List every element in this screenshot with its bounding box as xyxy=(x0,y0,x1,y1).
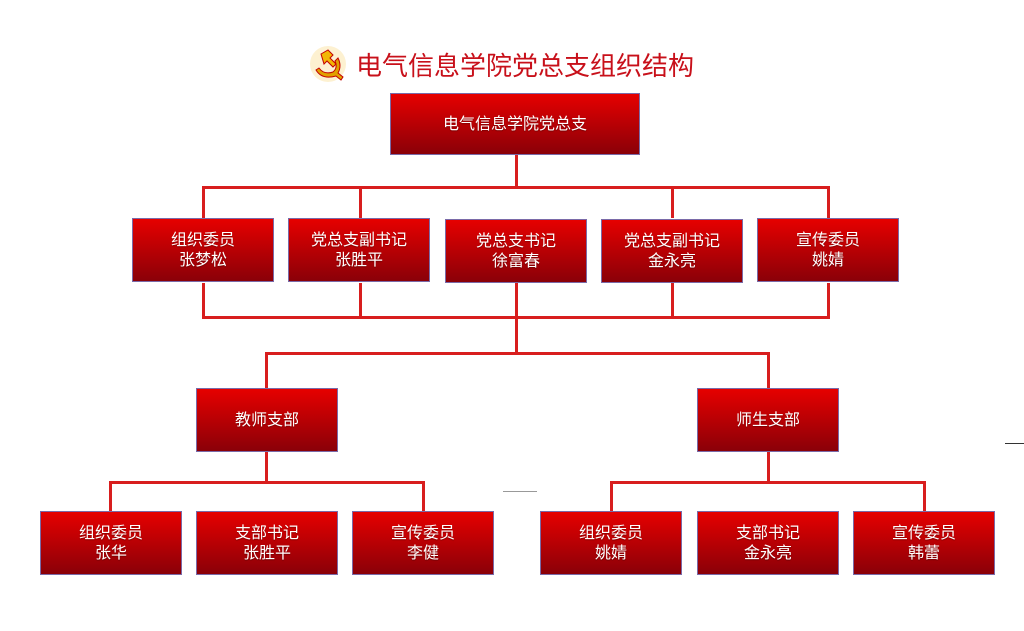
node-label: 金永亮 xyxy=(743,543,792,562)
node-label: 支部书记 xyxy=(735,523,800,542)
node-label: 组织委员 xyxy=(578,523,643,542)
node-label: 师生支部 xyxy=(735,410,800,429)
member-node: 宣传委员韩蕾 xyxy=(853,511,995,575)
connector-line xyxy=(202,283,205,319)
node-label: 组织委员 xyxy=(170,230,235,249)
connector-line xyxy=(827,283,830,319)
root-node: 电气信息学院党总支 xyxy=(390,93,640,155)
member-node: 支部书记张胜平 xyxy=(196,511,338,575)
node-label: 支部书记 xyxy=(234,523,299,542)
connector-line xyxy=(610,481,613,511)
node-label: 韩蕾 xyxy=(907,543,940,562)
connector-line xyxy=(671,186,674,218)
connector-line xyxy=(265,352,769,355)
branch-node: 师生支部 xyxy=(697,388,839,452)
committee-node: 党总支副书记金永亮 xyxy=(601,219,743,283)
node-label: 金永亮 xyxy=(647,251,696,270)
node-label: 李健 xyxy=(406,543,439,562)
node-label: 张胜平 xyxy=(334,250,383,269)
connector-line xyxy=(923,481,926,511)
member-node: 组织委员张华 xyxy=(40,511,182,575)
connector-line xyxy=(515,283,518,354)
connector-line xyxy=(671,283,674,319)
node-label: 宣传委员 xyxy=(795,230,860,249)
node-label: 张华 xyxy=(94,543,127,562)
connector-line xyxy=(610,481,926,484)
member-node: 组织委员姚婧 xyxy=(540,511,682,575)
committee-node: 宣传委员姚婧 xyxy=(757,218,899,282)
title-text: 电气信息学院党总支组织结构 xyxy=(356,51,695,82)
connector-line xyxy=(265,452,268,482)
divider xyxy=(503,491,537,492)
connector-line xyxy=(422,481,425,511)
connector-line xyxy=(202,186,205,218)
node-label: 教师支部 xyxy=(234,410,299,429)
connector-line xyxy=(359,283,362,319)
divider xyxy=(1005,443,1024,444)
connector-line xyxy=(109,481,112,511)
connector-line xyxy=(265,352,268,388)
page-title: 电气信息学院党总支组织结构 xyxy=(308,42,694,86)
node-label: 徐富春 xyxy=(491,251,540,270)
committee-node: 党总支副书记张胜平 xyxy=(288,218,430,282)
node-label: 组织委员 xyxy=(78,523,143,542)
node-label: 党总支副书记 xyxy=(623,231,720,250)
member-node: 支部书记金永亮 xyxy=(697,511,839,575)
party-emblem-icon xyxy=(310,46,346,82)
committee-node: 组织委员张梦松 xyxy=(132,218,274,282)
node-label: 张梦松 xyxy=(178,250,227,269)
connector-line xyxy=(827,186,830,218)
connector-line xyxy=(767,352,770,388)
node-label: 宣传委员 xyxy=(891,523,956,542)
node-label: 电气信息学院党总支 xyxy=(442,114,587,133)
node-label: 张胜平 xyxy=(242,543,291,562)
connector-line xyxy=(202,186,830,189)
connector-line xyxy=(515,155,518,187)
node-label: 党总支书记 xyxy=(475,231,556,250)
branch-node: 教师支部 xyxy=(196,388,338,452)
connector-line xyxy=(359,186,362,218)
committee-node: 党总支书记徐富春 xyxy=(445,219,587,283)
node-label: 姚婧 xyxy=(811,250,844,269)
node-label: 宣传委员 xyxy=(390,523,455,542)
member-node: 宣传委员李健 xyxy=(352,511,494,575)
node-label: 姚婧 xyxy=(594,543,627,562)
node-label: 党总支副书记 xyxy=(310,230,407,249)
connector-line xyxy=(109,481,425,484)
connector-line xyxy=(767,452,770,482)
